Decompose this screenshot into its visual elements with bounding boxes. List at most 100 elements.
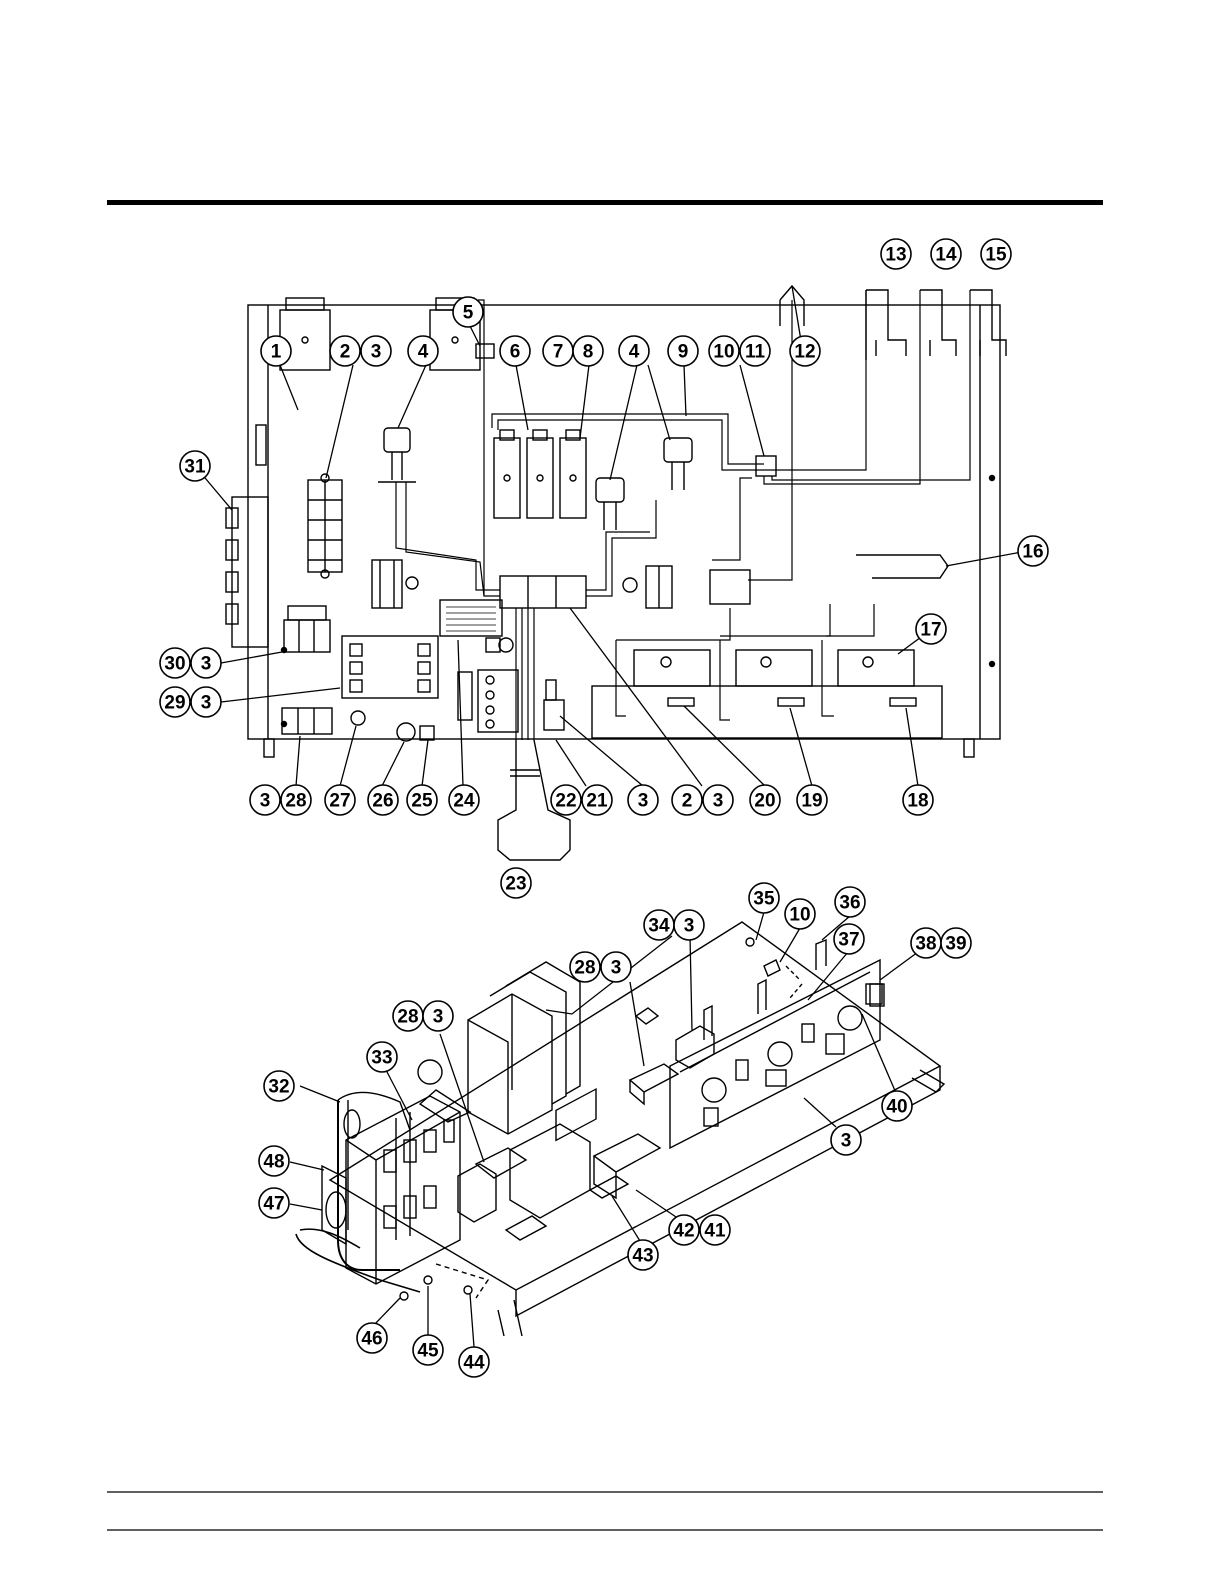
callout-number: 28 (574, 958, 595, 979)
callout-number: 39 (945, 934, 966, 955)
callout-number: 3 (433, 1007, 444, 1028)
callout-25-c25: 25 (407, 785, 437, 815)
callout-46-d46: 46 (357, 1323, 387, 1353)
callout-number: 22 (555, 791, 576, 812)
callout-5-c5: 5 (453, 297, 483, 327)
callout-number: 32 (268, 1077, 289, 1098)
callout-number: 47 (263, 1194, 284, 1215)
callout-3-d3a: 3 (674, 910, 704, 940)
timer-motor-1 (634, 650, 710, 686)
callout-number: 3 (371, 342, 382, 363)
callout-32-d32: 32 (264, 1071, 294, 1101)
callout-number: 3 (841, 1131, 852, 1152)
callout-number: 30 (164, 654, 185, 675)
callout-number: 10 (713, 342, 734, 363)
callout-10-c10: 10 (709, 336, 739, 366)
callout-7-c7: 7 (543, 336, 573, 366)
back-panel (670, 960, 880, 1148)
callout-number: 38 (915, 934, 936, 955)
timer-motor-3 (838, 650, 914, 686)
callout-number: 31 (184, 457, 206, 478)
callout-44-d44: 44 (459, 1347, 489, 1377)
callout-33-d33: 33 (367, 1042, 397, 1072)
callout-number: 12 (794, 342, 815, 363)
callout-3-c3d: 3 (250, 785, 280, 815)
callout-30-c30: 30 (160, 648, 190, 678)
callout-11-c11: 11 (740, 336, 770, 366)
callout-23-c23: 23 (501, 868, 531, 898)
callout-1-c1: 1 (261, 336, 291, 366)
terminal-block-lower (282, 708, 332, 734)
breaker-3 (560, 438, 586, 518)
callout-number: 34 (648, 916, 670, 937)
callout-3-c3b: 3 (703, 785, 733, 815)
callout-number: 35 (753, 889, 775, 910)
callout-number: 3 (201, 654, 212, 675)
callout-number: 28 (397, 1007, 418, 1028)
callout-number: 3 (638, 791, 649, 812)
callout-34-d34: 34 (644, 910, 674, 940)
callout-39-d39: 39 (941, 928, 971, 958)
callout-number: 43 (632, 1246, 653, 1267)
callout-number: 2 (340, 342, 351, 363)
callout-18-c18: 18 (903, 785, 933, 815)
callout-31-c31: 31 (180, 451, 210, 481)
callout-number: 11 (745, 342, 766, 363)
callout-45-d45: 45 (413, 1335, 443, 1365)
callout-number: 1 (271, 342, 282, 363)
callout-13-c13: 13 (881, 239, 911, 269)
callout-number: 9 (678, 342, 689, 363)
callout-10-d10: 10 (785, 899, 815, 929)
callout-43-d43: 43 (628, 1240, 658, 1270)
callout-40-d40: 40 (882, 1091, 912, 1121)
callout-4-c4a: 4 (408, 336, 438, 366)
fuse-block (500, 576, 586, 608)
callout-8-c8: 8 (573, 336, 603, 366)
callout-3-c3e: 3 (191, 687, 221, 717)
callout-number: 8 (583, 342, 594, 363)
header-rule (107, 200, 1103, 205)
callout-28-d28b: 28 (393, 1001, 423, 1031)
callout-38-d38: 38 (911, 928, 941, 958)
callout-47-d47: 47 (259, 1188, 289, 1218)
base-tray (330, 922, 940, 1290)
callout-48-d48: 48 (259, 1146, 289, 1176)
callout-number: 5 (463, 303, 474, 324)
callout-number: 14 (935, 245, 957, 266)
callout-number: 3 (611, 958, 622, 979)
callout-28-d28a: 28 (570, 952, 600, 982)
callout-42-d42: 42 (669, 1215, 699, 1245)
timer-motor-2 (736, 650, 812, 686)
callout-17-c17: 17 (916, 614, 946, 644)
callout-15-c15: 15 (981, 239, 1011, 269)
callout-3-c3a: 3 (361, 336, 391, 366)
callout-3-d3b: 3 (601, 952, 631, 982)
relay-middle (596, 478, 624, 502)
contactor (342, 636, 438, 698)
callout-12-c12: 12 (790, 336, 820, 366)
callout-number: 4 (418, 342, 429, 363)
callout-number: 37 (838, 930, 859, 951)
callout-layer: 1234567849101112131415161718192023321222… (160, 239, 1048, 1377)
callout-number: 42 (673, 1221, 694, 1242)
callout-35-d35: 35 (749, 883, 779, 913)
callout-number: 23 (505, 874, 526, 895)
callout-number: 29 (164, 693, 185, 714)
callout-number: 27 (329, 791, 350, 812)
relay-left (384, 428, 410, 452)
callout-28-c28: 28 (281, 785, 311, 815)
callout-number: 24 (453, 791, 475, 812)
callout-number: 4 (629, 342, 640, 363)
callout-2-c2b: 2 (672, 785, 702, 815)
callout-number: 18 (907, 791, 928, 812)
callout-number: 20 (754, 791, 775, 812)
breaker-1 (494, 438, 520, 518)
front-contactor-assembly (346, 1096, 460, 1284)
callout-number: 44 (463, 1353, 485, 1374)
callout-number: 25 (411, 791, 433, 812)
heater-strip (856, 555, 948, 578)
callout-3-d3c: 3 (423, 1001, 453, 1031)
callout-number: 21 (586, 791, 608, 812)
callout-number: 2 (682, 791, 693, 812)
